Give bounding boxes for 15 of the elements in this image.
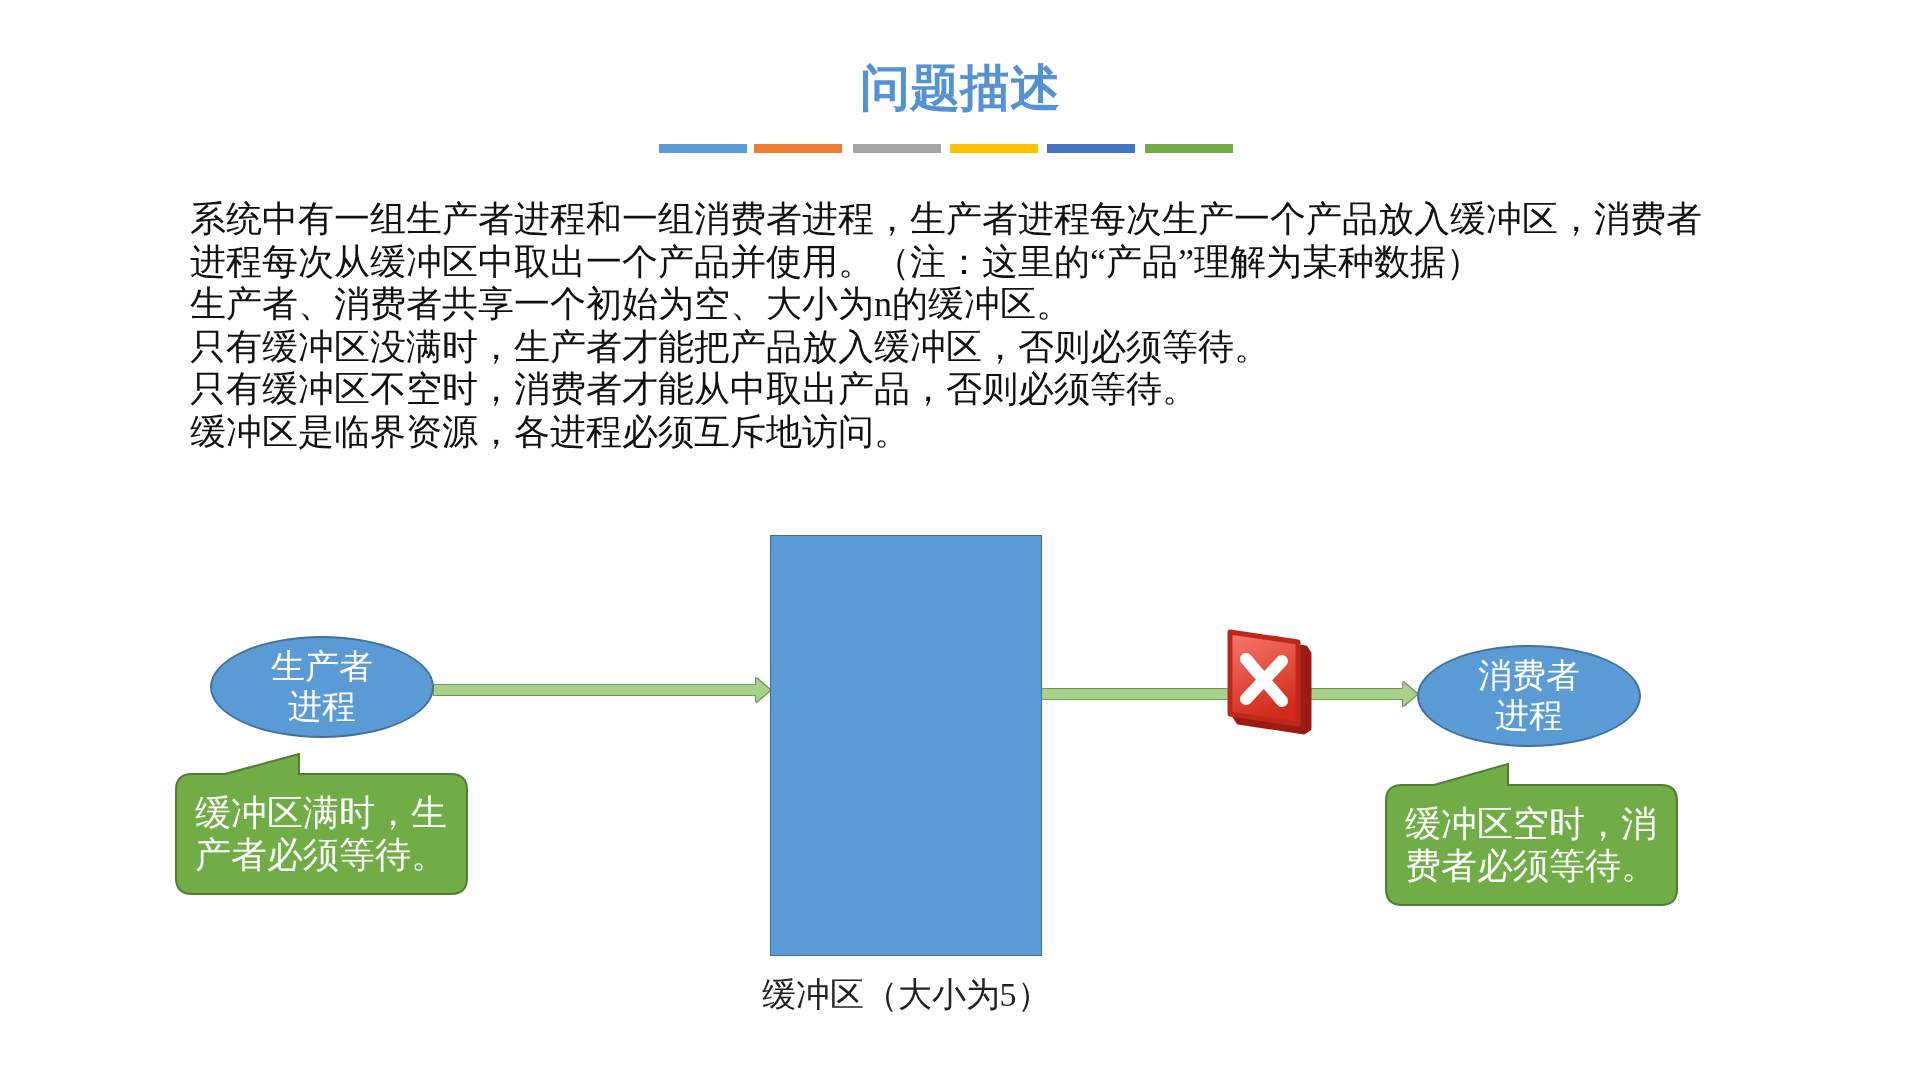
node-label: 生产者进程 xyxy=(270,647,374,727)
description-text: 缓冲区是临界资源，各进程必须互斥地访问。 xyxy=(190,410,910,454)
description-text: 只有缓冲区不空时，消费者才能从中取出产品，否则必须等待。 xyxy=(190,368,1198,411)
node-label: 缓冲区（大小为5） xyxy=(761,975,1051,1015)
arrow xyxy=(433,678,770,702)
description-text: 生产者、消费者共享一个初始为空、大小为n的缓冲区。 xyxy=(190,283,1072,326)
callout-text: 缓冲区满时，生产者必须等待。 xyxy=(195,793,448,876)
callout-text: 缓冲区空时，消费者必须等待。 xyxy=(1405,804,1658,887)
node-label: 消费者进程 xyxy=(1477,656,1581,736)
buffer-box xyxy=(770,535,1042,956)
speech-bubble xyxy=(1385,763,1678,906)
description-text: 系统中有一组生产者进程和一组消费者进程，生产者进程每次生产一个产品放入缓冲区，消费者进程每次从缓冲区中取出一个产品并使用。（注：这里的“产品”理解为某种数据） xyxy=(190,198,1703,284)
slide-title: 问题描述 xyxy=(860,58,1060,118)
description-text: 只有缓冲区没满时，生产者才能把产品放入缓冲区，否则必须等待。 xyxy=(190,325,1270,369)
speech-bubble xyxy=(175,753,468,895)
